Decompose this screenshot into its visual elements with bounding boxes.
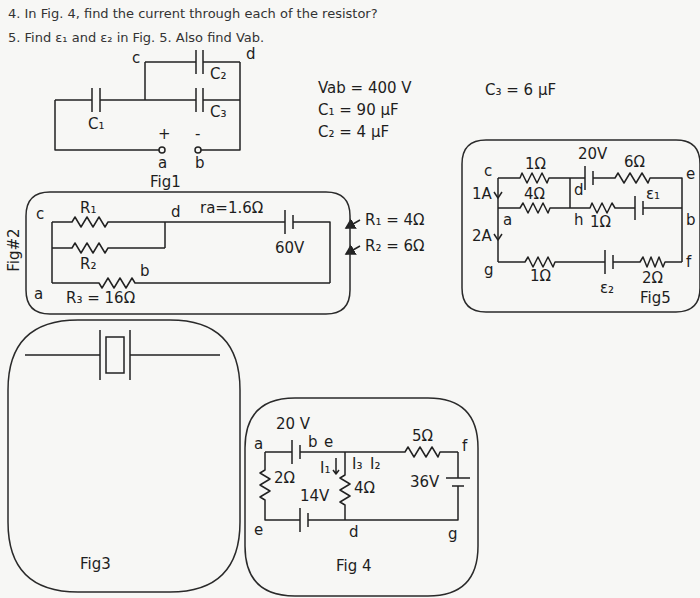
circuit-label: 36V	[410, 474, 439, 490]
circuit-label: 20 V	[276, 416, 310, 432]
circuit-label: 1Ω	[525, 156, 546, 172]
circuit-label: c	[484, 163, 492, 179]
circuit-label: c	[36, 206, 44, 222]
circuit-label: 60V	[275, 240, 304, 256]
circuit-label: Fig5	[640, 290, 671, 306]
value-label: R₁ = 4Ω	[365, 212, 425, 228]
capacitor-circuit	[55, 50, 240, 153]
circuit-label: b	[308, 434, 318, 450]
circuit-label: h	[574, 212, 584, 228]
circuit-label: Fig 4	[336, 558, 372, 574]
circuit-label: e	[254, 522, 263, 538]
figure-region: 20 Vabe5ΩfI₁I₃I₂4Ω36V2Ω14VedgFig 4	[245, 398, 478, 596]
circuit-label: f	[462, 438, 467, 454]
figure-region: Fig3	[8, 320, 240, 592]
circuit-label: ε₁	[646, 186, 660, 202]
circuit-label: e	[686, 166, 695, 182]
circuit-label: 1Ω	[530, 268, 551, 284]
capacitor-label: C₂	[210, 66, 227, 82]
circuit-label: d	[171, 204, 181, 220]
circuit-label: a	[34, 286, 43, 302]
circuit-label: g	[448, 526, 458, 542]
circuit-label: 2Ω	[274, 470, 295, 486]
circuit-label: a	[254, 436, 263, 452]
circuit-label: I₃	[352, 456, 362, 472]
figure-region: c R₁ d ra=1.6Ω R₂ 60V b a R₃ = 16Ω	[26, 192, 350, 314]
fig4-circuit	[260, 440, 470, 532]
value-label: C₁ = 90 μF	[318, 102, 399, 118]
circuit-label: R₂	[80, 256, 96, 272]
circuit-label: R₁	[80, 200, 96, 216]
question-text: 4. In Fig. 4, find the current through e…	[8, 6, 378, 22]
question-text: 5. Find ε₁ and ε₂ in Fig. 5. Also find V…	[8, 30, 264, 46]
circuit-label: I₁	[320, 460, 330, 476]
terminal-label: a	[158, 155, 167, 171]
capacitor-label: C₁	[88, 116, 105, 132]
value-label: R₂ = 6Ω	[365, 238, 425, 254]
circuit-label: d	[349, 524, 359, 540]
resistor-circuit	[52, 210, 360, 288]
circuit-label: I₂	[370, 456, 380, 472]
node-label: c	[132, 50, 140, 66]
circuit-label: g	[484, 262, 494, 278]
value-label: C₂ = 4 μF	[318, 124, 389, 140]
circuit-label: 4Ω	[354, 480, 375, 496]
value-label: C₃ = 6 μF	[485, 82, 556, 98]
polarity-sign: +	[158, 126, 171, 142]
figure-region: 20V c 1Ω d 6Ω e 1A 4Ω ε₁ b a h 1Ω 2A g 1Ω 2Ω f ε₂ Fig5	[462, 140, 700, 312]
circuit-label: f	[686, 254, 691, 270]
circuit-label: R₃ = 16Ω	[66, 290, 135, 306]
figure-label: Fig1	[150, 174, 181, 190]
fig5-circuit	[494, 166, 682, 274]
capacitor-label: C₃	[210, 104, 227, 120]
capacitor-symbol	[25, 330, 220, 380]
node-label: d	[246, 46, 256, 62]
value-label: Vab = 400 V	[318, 80, 412, 96]
circuit-label: ra=1.6Ω	[200, 200, 263, 216]
circuit-label: 1A	[472, 186, 492, 202]
circuit-label: b	[140, 263, 150, 279]
circuit-label: 2Ω	[642, 270, 663, 286]
circuit-label: d	[574, 182, 584, 198]
circuit-label: 5Ω	[412, 428, 433, 444]
circuit-label: b	[686, 212, 696, 228]
terminal-label: b	[195, 155, 205, 171]
circuit-label: 6Ω	[624, 154, 645, 170]
region-outline	[8, 320, 240, 592]
polarity-sign: -	[195, 126, 200, 142]
circuit-label: 20V	[578, 146, 607, 162]
circuit-label: 14V	[300, 488, 329, 504]
circuit-label: 1Ω	[590, 214, 611, 230]
circuit-label: 4Ω	[524, 186, 545, 202]
circuit-label: Fig3	[80, 556, 111, 572]
circuit-label: a	[503, 212, 512, 228]
figure-label: Fig#2	[6, 228, 22, 271]
circuit-label: ε₂	[600, 280, 614, 296]
circuit-label: 2A	[472, 228, 492, 244]
circuit-label: e	[324, 434, 333, 450]
